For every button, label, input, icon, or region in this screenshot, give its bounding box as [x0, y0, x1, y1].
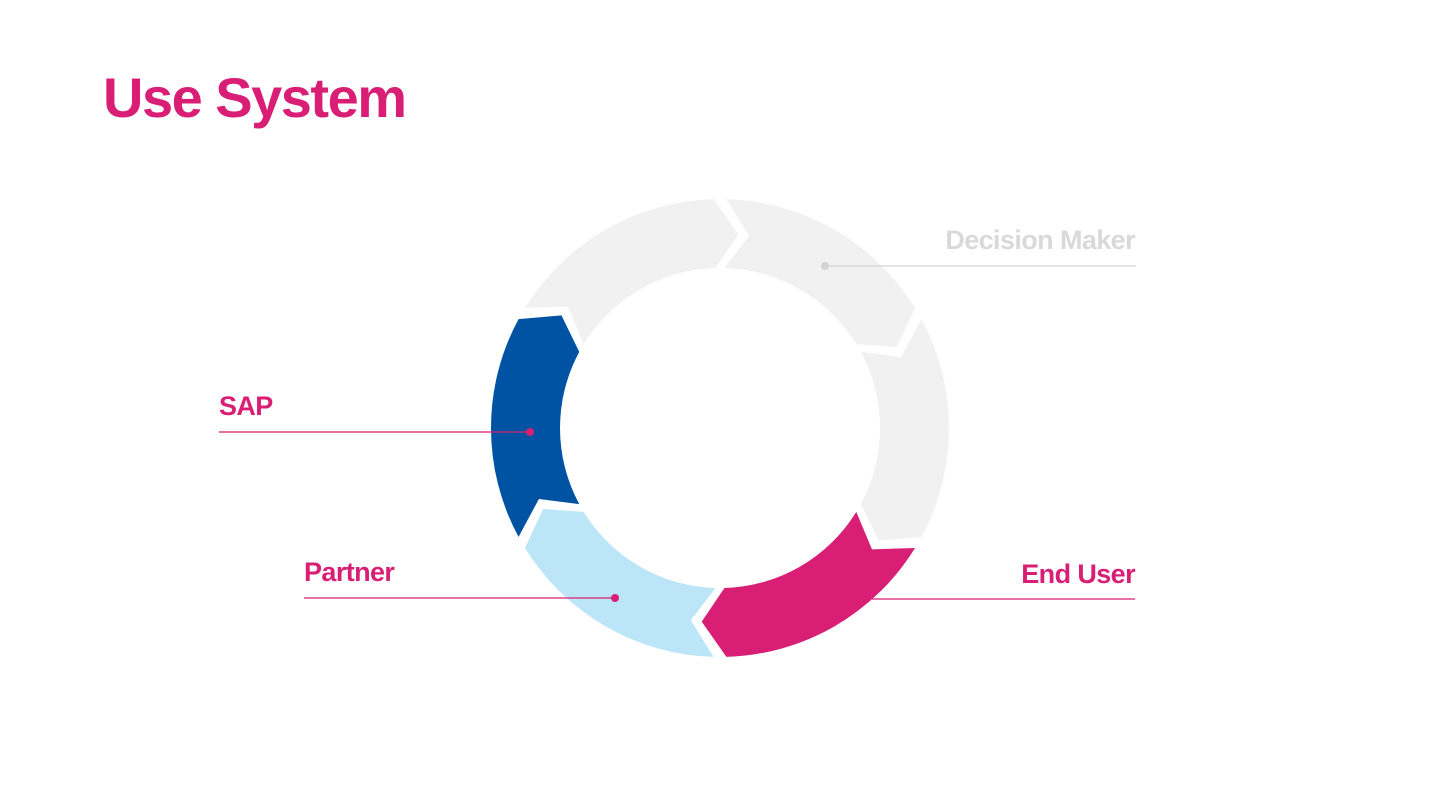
leader-lines [219, 262, 1136, 602]
cycle-segment-partner [524, 508, 716, 657]
cycle-segments [490, 199, 950, 657]
end-user-label: End User [1021, 559, 1135, 589]
cycle-segment-end-user [701, 511, 916, 657]
decision-maker-leader-dot [821, 262, 829, 270]
page-title: Use System [103, 66, 407, 129]
decision-maker-label: Decision Maker [945, 225, 1135, 255]
sap-leader-dot [526, 428, 534, 436]
partner-leader-dot [611, 594, 619, 602]
partner-label: Partner [304, 557, 395, 587]
cycle-segment-sap [490, 315, 580, 537]
sap-label: SAP [219, 391, 273, 421]
cycle-segment-decision-maker-2 [860, 319, 950, 541]
cycle-segment-decision-maker-1 [724, 199, 916, 348]
cycle-segment-decision-maker-3 [524, 199, 739, 345]
